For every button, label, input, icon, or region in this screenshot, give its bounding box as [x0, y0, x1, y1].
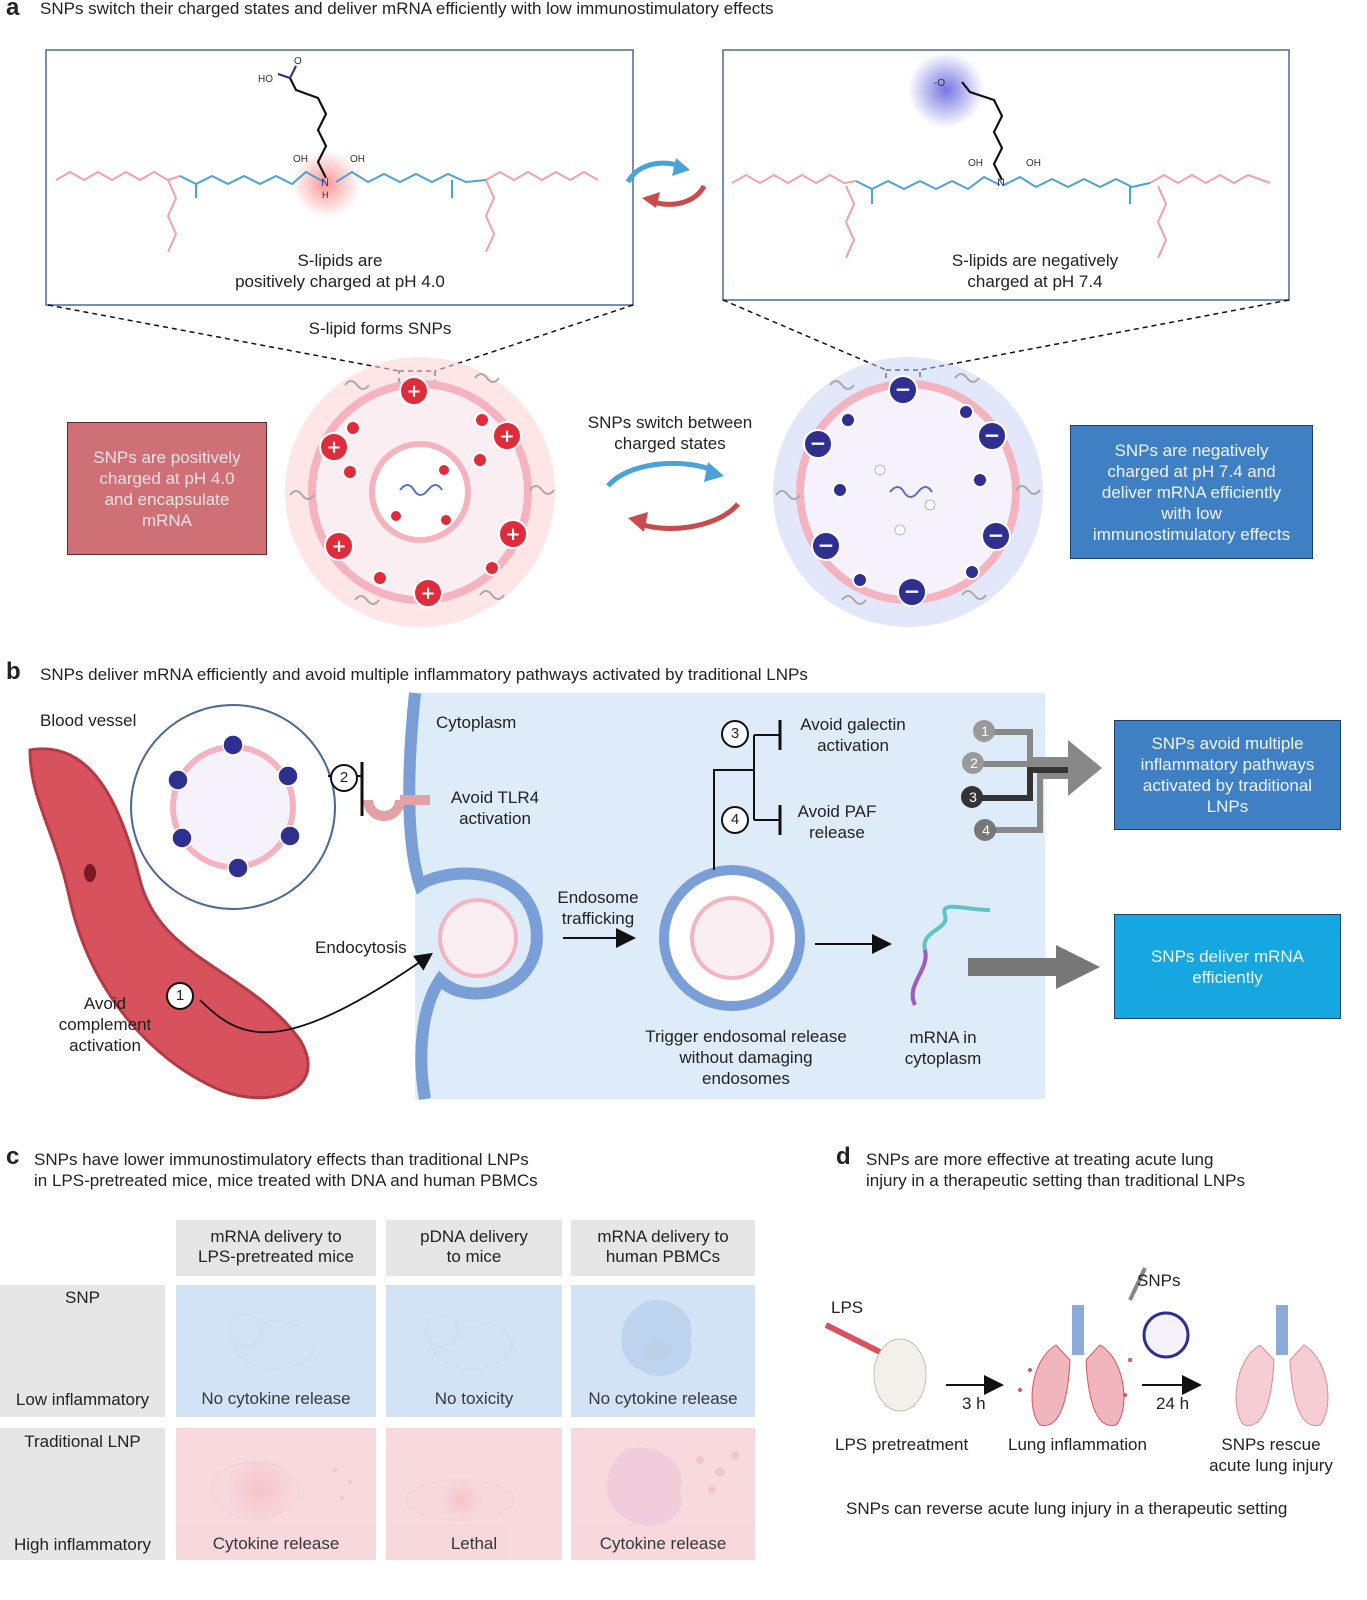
svg-text:+: +	[331, 536, 346, 557]
svg-text:-O: -O	[934, 78, 945, 89]
legend-2: 2	[970, 755, 978, 771]
cell-lnp-pdna: Lethal	[386, 1428, 562, 1560]
cell-membrane	[403, 692, 543, 1101]
svg-text:OH: OH	[968, 158, 983, 169]
legend-3: 3	[969, 789, 977, 805]
lungs-rescued	[1235, 1305, 1329, 1426]
row-snp-name: SNP	[65, 1288, 100, 1307]
step-lps-pretreatment: LPS pretreatment	[835, 1435, 969, 1454]
panel-a-title: SNPs switch their charged states and del…	[40, 0, 774, 18]
panel-b-title: SNPs deliver mRNA efficiently and avoid …	[40, 665, 808, 684]
svg-text:+: +	[505, 524, 520, 545]
svg-text:N: N	[997, 177, 1005, 189]
step-lung-inflammation: Lung inflammation	[1008, 1435, 1147, 1454]
right-structure: -O OH OH N	[722, 49, 1290, 301]
time-24h: 24 h	[1156, 1394, 1190, 1413]
legend-1: 1	[981, 723, 989, 739]
svg-text:+: +	[499, 426, 514, 447]
svg-text:−: −	[895, 377, 912, 401]
svg-text:OH: OH	[350, 154, 365, 165]
svg-text:N: N	[321, 177, 329, 189]
svg-text:HO: HO	[258, 74, 273, 85]
left-structure: HO O OH OH N H	[45, 49, 634, 306]
endocytosis-label: Endocytosis	[315, 938, 407, 957]
snp-negative: − − − − − −	[773, 357, 1043, 627]
svg-text:−: −	[904, 579, 921, 603]
panel-c-title: SNPs have lower immunostimulatory effect…	[34, 1150, 538, 1190]
legend-4: 4	[982, 822, 990, 838]
svg-text:H: H	[322, 190, 329, 200]
svg-text:+: +	[406, 381, 421, 402]
svg-text:−: −	[810, 431, 827, 455]
lps-label: LPS	[831, 1298, 864, 1317]
cytoplasm-label: Cytoplasm	[436, 713, 517, 732]
blood-vessel-label: Blood vessel	[40, 711, 137, 730]
cell-snp-mrna: No cytokine release	[176, 1285, 376, 1417]
panel-d-title: SNPs are more effective at treating acut…	[866, 1150, 1245, 1190]
svg-text:+: +	[420, 583, 435, 604]
time-3h: 3 h	[962, 1394, 986, 1413]
step-2-marker: 2	[330, 764, 358, 792]
cell-lnp-mrna: Cytokine release	[176, 1428, 376, 1560]
cell-snp-pdna: No toxicity	[386, 1285, 562, 1417]
step-4-marker: 4	[721, 806, 749, 834]
blood-vessel	[28, 747, 310, 1100]
step-3-marker: 3	[721, 720, 749, 748]
step-1-marker: 1	[166, 982, 194, 1010]
forms-snps-label: S-lipid forms SNPs	[308, 319, 452, 338]
lungs-inflamed	[1031, 1305, 1125, 1426]
snps-label: SNPs	[1137, 1271, 1181, 1290]
svg-text:+: +	[326, 437, 341, 458]
row-lnp-header	[0, 1428, 165, 1560]
panel-b-letter: b	[6, 658, 21, 685]
row-snp-header	[0, 1285, 165, 1417]
panel-d-footer: SNPs can reverse acute lung injury in a …	[846, 1499, 1288, 1518]
panel-c-letter: c	[6, 1143, 20, 1170]
snp-positive: + + + + + +	[285, 357, 555, 627]
svg-text:OH: OH	[1026, 158, 1041, 169]
cell-lnp-pbmc: Cytokine release	[571, 1428, 755, 1560]
panel-a-letter: a	[6, 0, 20, 21]
svg-text:−: −	[984, 423, 1001, 447]
row-snp-level: Low inflammatory	[15, 1390, 150, 1409]
svg-text:−: −	[988, 523, 1005, 547]
svg-text:OH: OH	[293, 154, 308, 165]
svg-text:O: O	[294, 56, 302, 67]
cell-snp-pbmc: No cytokine release	[571, 1285, 755, 1417]
svg-text:−: −	[818, 533, 835, 557]
row-lnp-name: Traditional LNP	[24, 1432, 141, 1451]
row-lnp-level: High inflammatory	[14, 1535, 151, 1554]
panel-d-letter: d	[836, 1143, 851, 1170]
